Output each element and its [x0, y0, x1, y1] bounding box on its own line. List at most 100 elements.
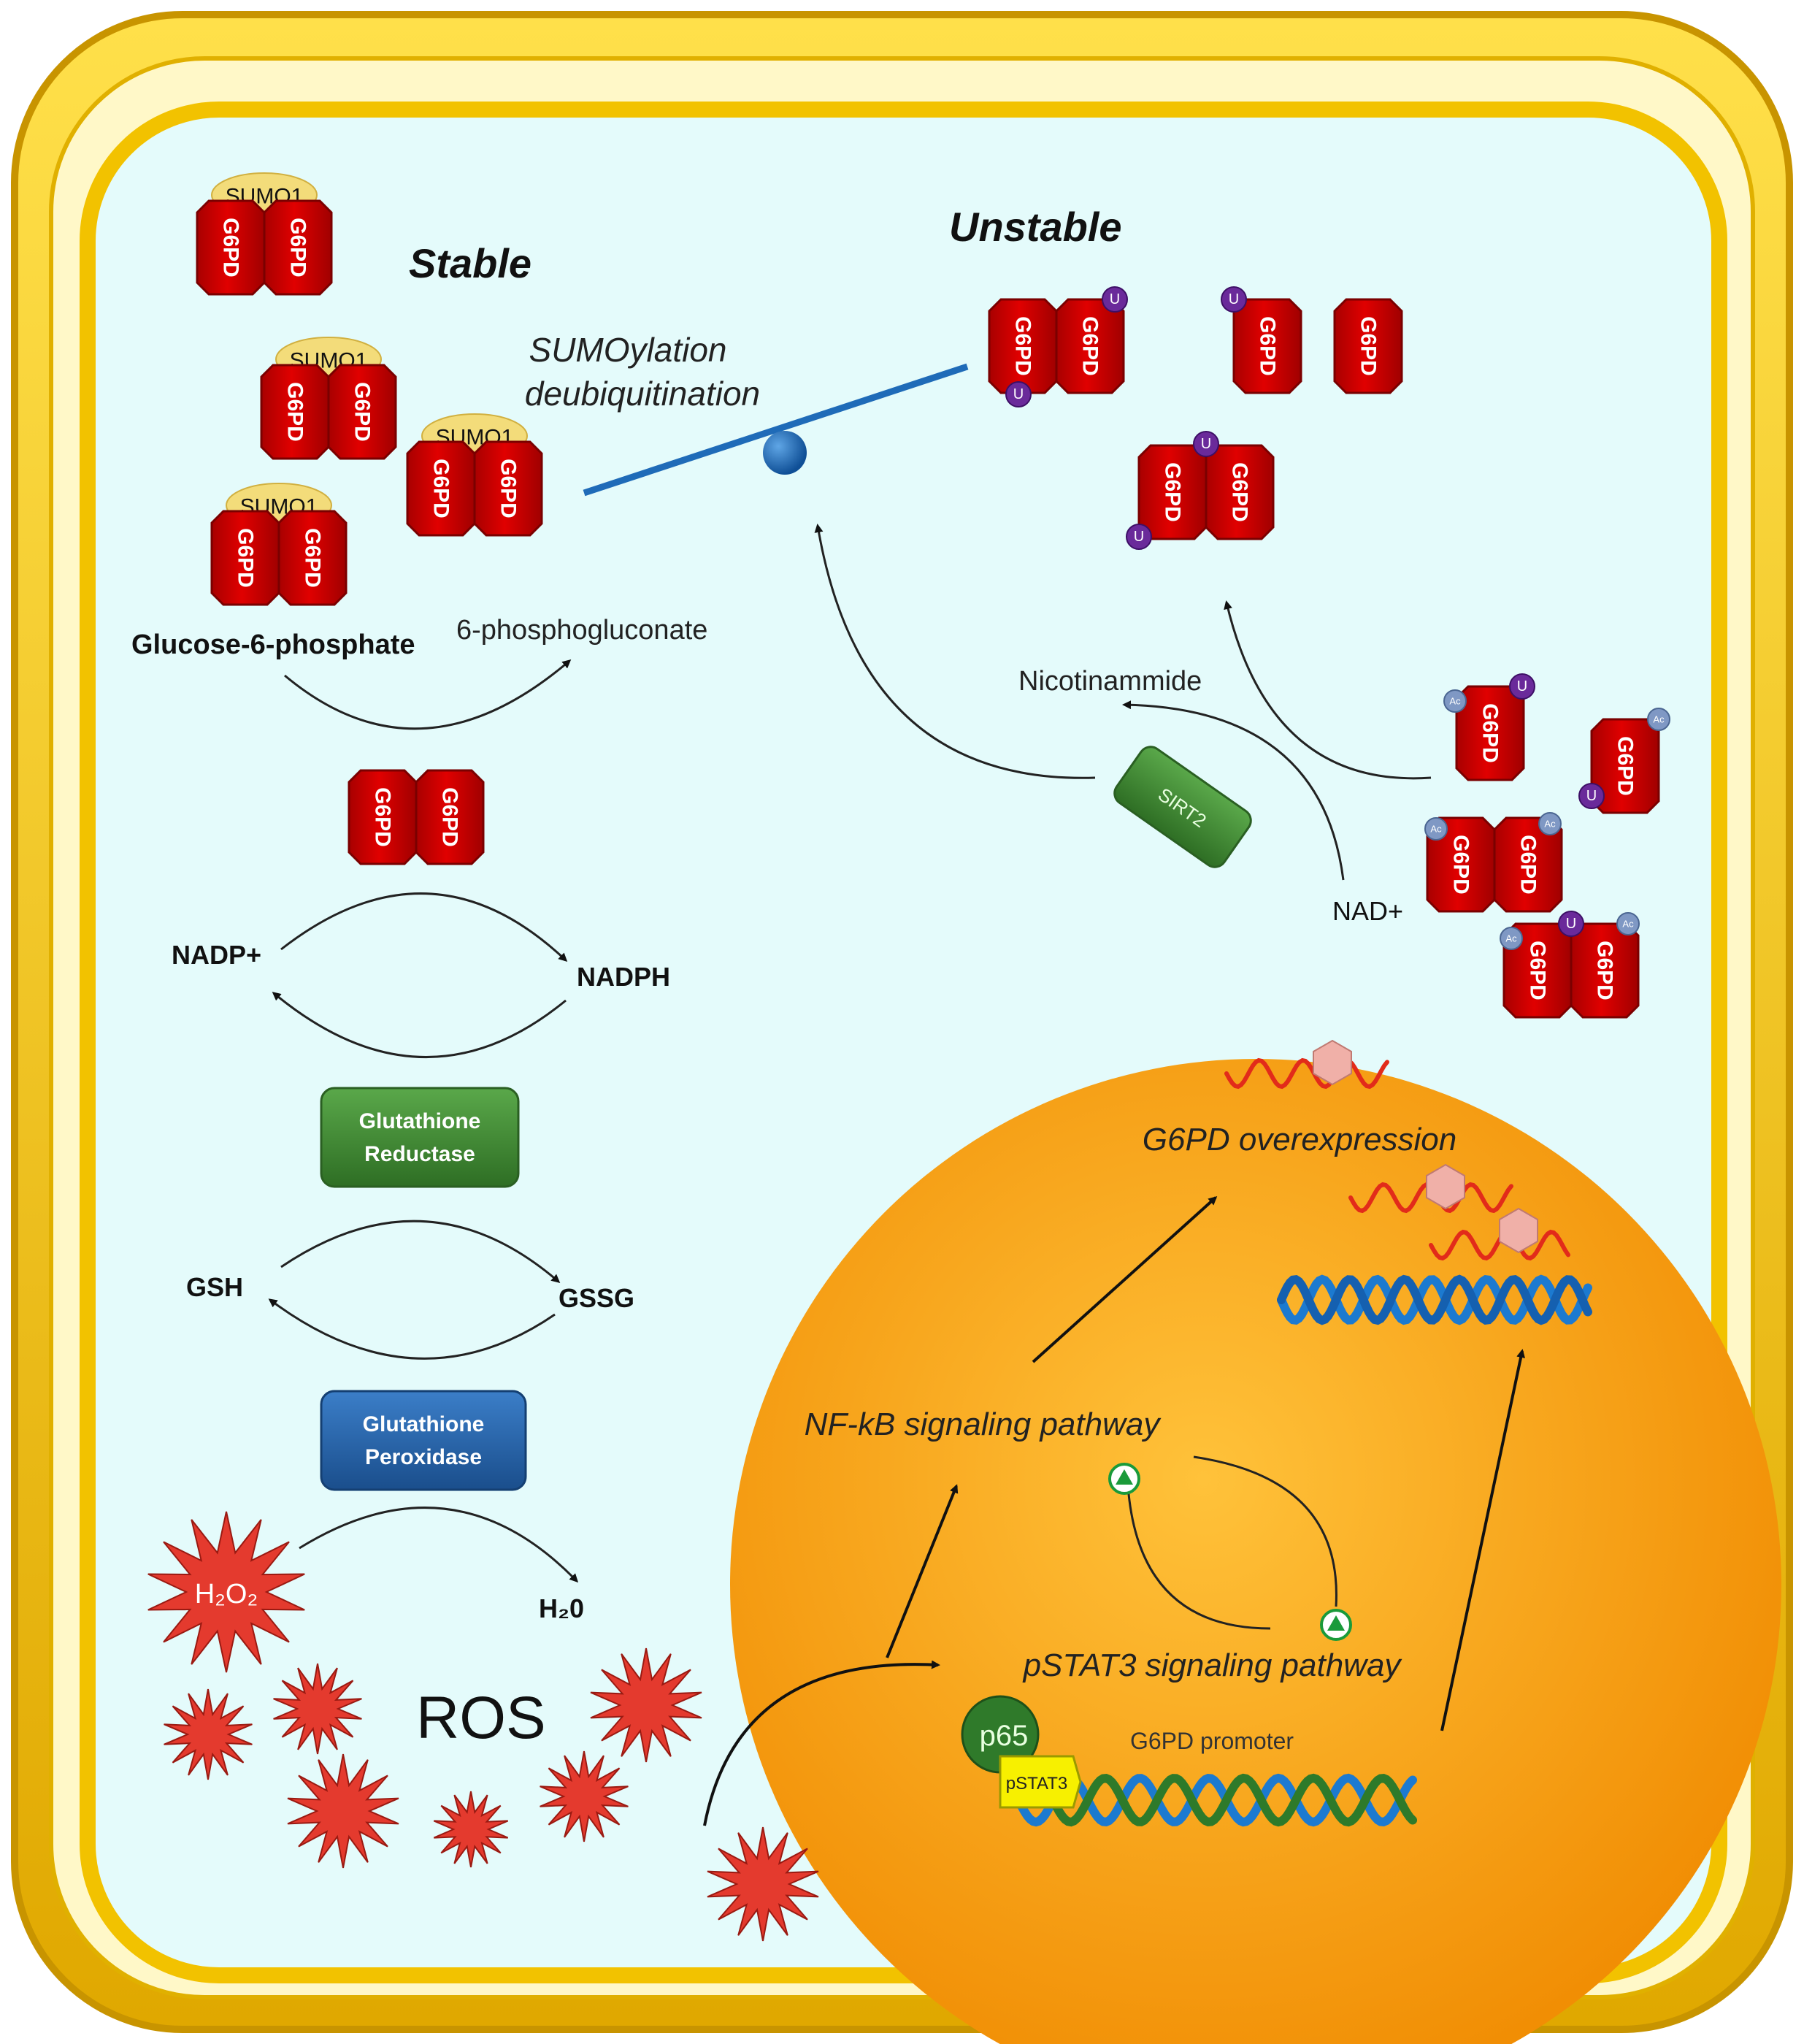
svg-text:U: U — [1013, 386, 1024, 402]
nicotinamide-label: Nicotinammide — [1018, 666, 1202, 697]
mrna-strand — [1224, 1057, 1389, 1090]
ros-star-icon — [433, 1791, 509, 1868]
glutathione-peroxidase-box: Glutathione Peroxidase — [320, 1390, 527, 1491]
g6pd-subunit: G6PD — [406, 440, 476, 537]
ros-label: ROS — [416, 1685, 546, 1751]
glutathione-peroxidase-line2: Peroxidase — [365, 1445, 482, 1469]
nadph-label: NADPH — [577, 962, 670, 992]
svg-text:Ac: Ac — [1430, 824, 1442, 835]
ribosome-icon — [1426, 1163, 1465, 1210]
ros-star-icon — [590, 1647, 702, 1763]
g6pd-subunit: G6PD — [263, 199, 333, 296]
g6pd-subunit: G6PD — [1426, 816, 1496, 913]
nadp-label: NADP+ — [172, 940, 261, 970]
nucleus — [730, 1059, 1781, 2044]
balance-beam — [583, 363, 969, 497]
ubiquitin-tag: U — [1126, 524, 1152, 550]
g6pd-subunit-label: G6PD — [429, 459, 453, 518]
g6pd-subunit: G6PD — [1570, 922, 1640, 1019]
svg-text:U: U — [1586, 788, 1597, 804]
g6pd-subunit-label: G6PD — [219, 218, 243, 277]
p65-label: p65 — [980, 1720, 1029, 1752]
g6pd-subunit-label: G6PD — [234, 528, 258, 588]
ros-stars-layer — [147, 1511, 819, 1942]
sirt2-enzyme: SIRT2 — [1113, 746, 1252, 868]
g6pd-subunit: G6PD — [348, 769, 418, 865]
g6pd-subunit-label: G6PD — [1613, 736, 1638, 796]
g6pd-monomer-acetylated: G6PD AcU — [1578, 708, 1670, 814]
g6pd-subunit-label: G6PD — [1161, 462, 1185, 522]
unstable-label: Unstable — [949, 204, 1122, 250]
ros-star-icon — [540, 1750, 629, 1842]
svg-text:U: U — [1134, 529, 1144, 545]
acetyl-tag: Ac — [1647, 708, 1670, 731]
acetylated-to-unstable-arrow — [1224, 600, 1432, 780]
g6pd-subunit: G6PD — [1590, 718, 1660, 814]
g6pd-subunit-label: G6PD — [350, 382, 375, 442]
dna-layer — [1014, 1039, 1592, 1827]
pstat3-protein: pSTAT3 — [999, 1755, 1082, 1809]
glutathione-reductase-line2: Reductase — [364, 1142, 475, 1166]
acetyl-tag: Ac — [1443, 689, 1467, 713]
svg-text:Ac: Ac — [1653, 714, 1665, 725]
svg-text:U: U — [1229, 291, 1239, 307]
g6pd-subunit-label: G6PD — [286, 218, 310, 277]
g6pd-subunit: G6PD — [1493, 816, 1563, 913]
g6pd-subunit: G6PD — [210, 510, 280, 606]
g6pd-subunit-label: G6PD — [1478, 703, 1502, 763]
g6pd-subunit-label: G6PD — [283, 382, 307, 442]
ubiquitin-tag: U — [1578, 783, 1605, 809]
nfkb-pstat3-loop-1 — [1193, 1455, 1337, 1607]
glutathione-peroxidase-line1: Glutathione — [363, 1412, 485, 1436]
g6pd-subunit: G6PD — [988, 298, 1058, 394]
ribosome-icon — [1499, 1207, 1538, 1254]
g6pd-overexpression-label: G6PD overexpression — [1143, 1122, 1456, 1157]
gsh-to-gssg-arrow — [280, 1220, 561, 1283]
stable-label: Stable — [409, 240, 531, 286]
nfkb-pstat3-loop-2 — [1126, 1485, 1271, 1630]
6-phosphogluconate-label: 6-phosphogluconate — [456, 615, 707, 646]
g6pd-subunit-label: G6PD — [1011, 316, 1035, 376]
dna-strand — [1277, 1274, 1592, 1325]
balance-fulcrum — [763, 431, 807, 475]
acetyl-tag: Ac — [1500, 927, 1523, 950]
ubiquitin-tag: U — [1509, 673, 1535, 700]
ubiquitin-tag: U — [1102, 286, 1128, 313]
pstat3-protein-label: pSTAT3 — [1006, 1774, 1067, 1794]
g6pd-subunit: G6PD — [1055, 298, 1125, 394]
g6pd-subunit-label: G6PD — [1356, 316, 1381, 376]
g6pd-subunit: G6PD — [1205, 444, 1275, 540]
g6pd-subunit: G6PD — [277, 510, 348, 606]
g6pd-subunit: G6PD — [1502, 922, 1573, 1019]
ros-to-pstat3-arrow — [703, 1660, 940, 1826]
activation-triangle-bottom-icon — [1320, 1609, 1352, 1641]
g6pd-subunit: G6PD — [1232, 298, 1302, 394]
svg-text:Ac: Ac — [1622, 919, 1634, 930]
ros-star-icon — [287, 1753, 399, 1869]
g6pd-subunit-label: G6PD — [301, 528, 325, 588]
promoter-to-dna-arrow — [1440, 1349, 1526, 1731]
g6pd-subunit: G6PD — [415, 769, 485, 865]
g6pd-subunit-label: G6PD — [496, 459, 521, 518]
svg-text:U: U — [1566, 916, 1576, 932]
ubiquitin-tag: U — [1221, 286, 1247, 313]
nad-label: NAD+ — [1332, 896, 1403, 926]
g6pd-subunit: G6PD — [1455, 685, 1525, 781]
h2o-label: H₂0 — [539, 1593, 584, 1623]
ros-star-icon — [164, 1688, 253, 1780]
ros-star-icon — [273, 1663, 362, 1755]
ubiquitin-tag: U — [1558, 911, 1584, 937]
deubiquitination-label: deubiquitination — [525, 375, 760, 413]
g6pd-subunit-label: G6PD — [1449, 835, 1473, 895]
sirt2-to-balance-arrow — [814, 524, 1096, 779]
g6pd-subunit: G6PD — [327, 364, 397, 460]
svg-text:Ac: Ac — [1544, 819, 1556, 830]
ubiquitin-tag: U — [1193, 431, 1219, 457]
